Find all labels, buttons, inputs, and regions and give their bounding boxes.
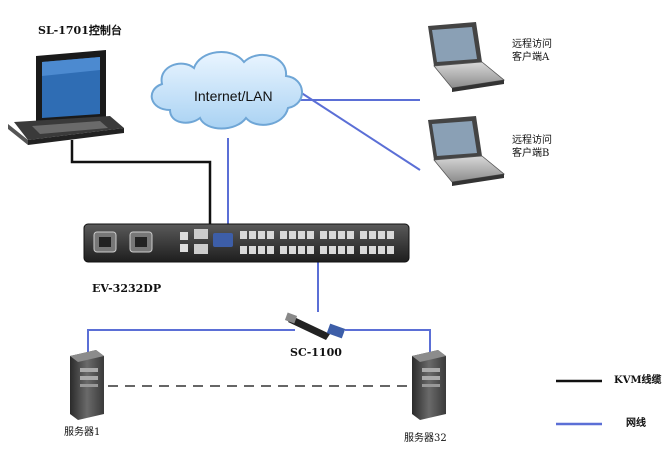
switch-port <box>387 246 394 254</box>
switch-port <box>320 246 327 254</box>
switch-port <box>267 231 274 239</box>
switch-port <box>347 231 354 239</box>
server-1-label: 服务器1 <box>64 427 101 438</box>
cable-cloud-to-client-b <box>299 91 421 171</box>
switch-label: EV-3232DP <box>92 282 162 295</box>
console-icon <box>8 50 124 145</box>
switch-port <box>289 231 296 239</box>
switch-port <box>329 231 336 239</box>
switch-port <box>360 246 367 254</box>
cloud-icon <box>150 50 303 130</box>
switch-port <box>240 231 247 239</box>
switch-port <box>280 246 287 254</box>
legend-kvm-label: KVM线缆 <box>614 375 662 386</box>
switch-port <box>258 231 265 239</box>
client-b-line2: 客户端B <box>512 148 550 159</box>
cable-adapter-to-server32 <box>345 329 431 355</box>
adapter-label: SC-1100 <box>290 346 342 359</box>
kvm-switch-icon <box>83 223 410 263</box>
switch-port <box>249 246 256 254</box>
client-a-label: 远程访问 客户端A <box>512 38 552 64</box>
switch-port <box>320 231 327 239</box>
switch-port <box>298 231 305 239</box>
switch-port <box>387 231 394 239</box>
switch-port <box>378 246 385 254</box>
console-label: SL-1701控制台 <box>38 24 122 37</box>
adapter-icon <box>284 312 346 340</box>
switch-port <box>329 246 336 254</box>
switch-port <box>369 231 376 239</box>
switch-port <box>307 246 314 254</box>
network-label: Internet/LAN <box>194 88 273 104</box>
switch-port <box>249 231 256 239</box>
laptop-a-icon <box>428 22 505 92</box>
client-b-label: 远程访问 客户端B <box>512 134 552 160</box>
switch-port <box>280 231 287 239</box>
switch-port <box>338 231 345 239</box>
switch-port <box>240 246 247 254</box>
switch-port <box>298 246 305 254</box>
switch-port <box>258 246 265 254</box>
server-32-label: 服务器32 <box>404 433 447 444</box>
laptop-b-icon <box>428 116 505 186</box>
switch-port <box>267 246 274 254</box>
kvm-cable-console-to-switch <box>70 140 212 228</box>
client-b-line1: 远程访问 <box>512 135 552 146</box>
network-cables <box>87 91 431 355</box>
server-32-icon <box>412 350 446 420</box>
switch-port <box>360 231 367 239</box>
switch-port <box>289 246 296 254</box>
client-a-line1: 远程访问 <box>512 39 552 50</box>
client-a-line2: 客户端A <box>512 52 550 63</box>
switch-port <box>369 246 376 254</box>
cable-adapter-to-server1 <box>87 329 295 355</box>
switch-port <box>378 231 385 239</box>
switch-port <box>347 246 354 254</box>
server-1-icon <box>70 350 104 420</box>
switch-port <box>338 246 345 254</box>
legend-network-label: 网线 <box>626 418 646 429</box>
switch-port <box>307 231 314 239</box>
